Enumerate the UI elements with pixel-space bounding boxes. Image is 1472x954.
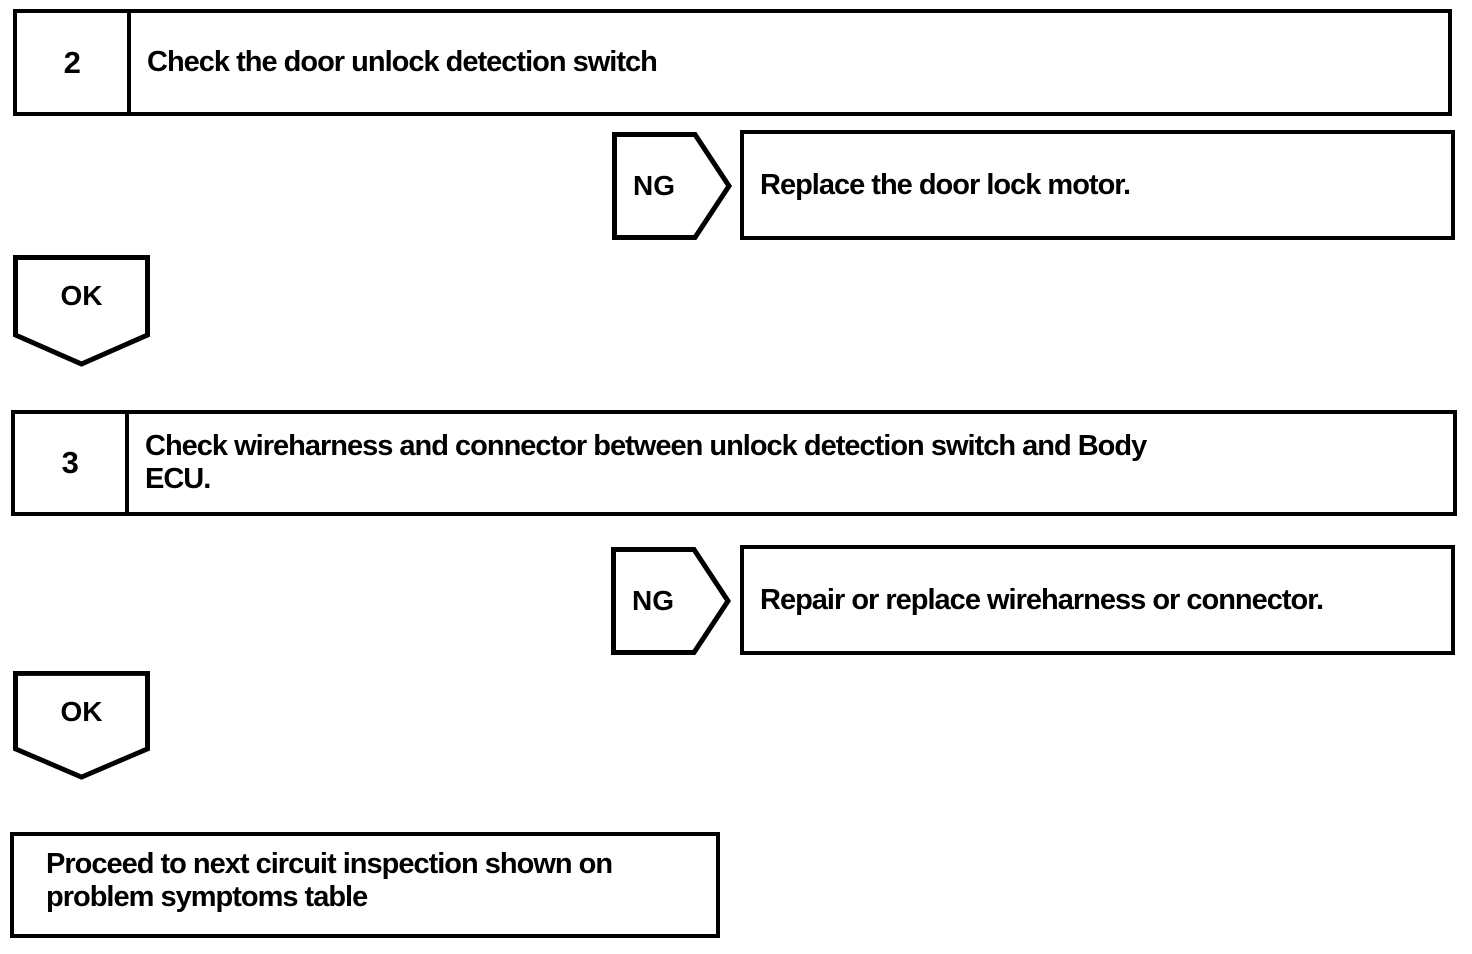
ng-result-2-box: Repair or replace wireharness or connect… (740, 545, 1455, 655)
ok-arrow-shape (13, 671, 150, 780)
ok-label-1: OK (60, 280, 103, 311)
ng-arrow-shape (611, 547, 731, 655)
ok-label-2: OK (60, 696, 103, 727)
step-3-title-line-1: Check wireharness and connector between … (145, 430, 1147, 462)
ng-label-2: NG (632, 585, 674, 616)
ng-result-1-text: Replace the door lock motor. (760, 168, 1131, 201)
ng-arrow-shape (612, 132, 732, 240)
ok-arrow-2: OK (13, 671, 150, 780)
step-3-box: 3 Check wireharness and connector betwee… (11, 410, 1457, 516)
final-proceed-line-1: Proceed to next circuit inspection shown… (46, 848, 613, 880)
ng-result-2-text: Repair or replace wireharness or connect… (760, 583, 1324, 616)
step-2-title: Check the door unlock detection switch (131, 13, 1448, 112)
final-proceed-line-2: problem symptoms table (46, 881, 368, 913)
step-3-title: Check wireharness and connector between … (129, 414, 1453, 512)
step-2-title-line-1: Check the door unlock detection switch (147, 46, 658, 78)
ng-arrow-1: NG (612, 132, 732, 240)
step-2-box: 2 Check the door unlock detection switch (13, 9, 1452, 116)
ng-label-1: NG (633, 170, 675, 201)
final-proceed-box: Proceed to next circuit inspection shown… (10, 832, 720, 938)
step-3-title-line-2: ECU. (145, 463, 211, 495)
ok-arrow-1: OK (13, 255, 150, 367)
ng-arrow-2: NG (611, 547, 731, 655)
step-3-number: 3 (15, 414, 129, 512)
ng-result-1-box: Replace the door lock motor. (740, 130, 1455, 240)
step-2-number: 2 (17, 13, 131, 112)
ok-arrow-shape (13, 255, 150, 367)
